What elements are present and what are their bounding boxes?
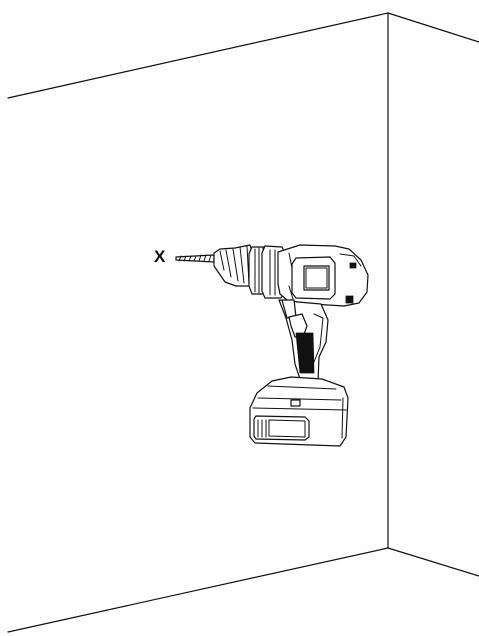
floor-right-edge [387,547,479,577]
drill-handle [278,299,329,383]
floor-left-edge [7,547,389,633]
ceiling-right-edge [387,12,479,43]
drill-bit [175,254,215,263]
drill-point-marker: X [154,247,166,266]
battery-release-button [290,399,301,407]
mode-switch [303,265,330,291]
drill-icon [175,244,369,447]
drill-body [277,244,369,307]
room-corner [7,12,479,633]
drill-chuck [213,244,286,299]
ceiling-left-edge [7,12,389,99]
drill-battery [249,376,349,447]
